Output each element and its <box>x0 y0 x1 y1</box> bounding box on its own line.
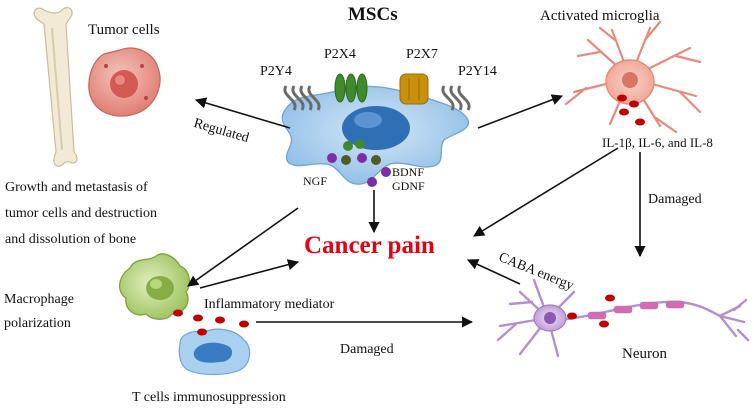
tumor-cell-icon <box>88 47 161 117</box>
tumor-cells-label: Tumor cells <box>88 22 160 38</box>
macrophage-label-line-1: Macrophage <box>4 292 74 307</box>
t-cell-damaged-label: Damaged <box>340 342 394 357</box>
mediator-granules <box>173 309 249 336</box>
receptor-label-p2x4: P2X4 <box>324 47 356 62</box>
microglia-label: Activated microglia <box>540 8 660 24</box>
arrow-msc-to-tumor <box>194 97 291 129</box>
t-cell-icon <box>178 328 251 376</box>
arrow-msc-to-microglia <box>477 94 564 129</box>
cytokines-label: IL-1β, IL-6, and IL-8 <box>602 135 713 150</box>
microglia-granules <box>617 94 645 126</box>
macrophage-label-line-2: polarization <box>4 316 71 331</box>
tumor-effect-line-2: tumor cells and destruction <box>5 206 158 221</box>
microglia-damaged-label: Damaged <box>648 192 702 207</box>
arrows <box>187 94 646 328</box>
tumor-effect-line-1: Growth and metastasis of <box>5 180 148 195</box>
receptor-label-p2y4: P2Y4 <box>260 64 292 79</box>
receptor-p2x4-icon <box>334 73 368 103</box>
factor-label-ngf: NGF <box>303 174 328 188</box>
receptor-p2x7-icon <box>399 73 429 105</box>
arrow-neuron-to-cancer-pain <box>466 259 521 285</box>
receptor-label-p2y14: P2Y14 <box>458 64 497 79</box>
microglia-icon <box>564 20 702 134</box>
factor-label-bdnf: BDNF <box>392 165 425 179</box>
secreted-factors-dots <box>327 139 391 187</box>
arrow-macrophage-to-cancer-pain <box>199 259 300 289</box>
neuron-icon <box>496 278 750 358</box>
t-cells-label: T cells immunosuppression <box>132 390 286 405</box>
receptor-p2y14-icon <box>441 85 471 111</box>
arrow-msc-to-macrophage <box>187 207 299 287</box>
diagram-title: MSCs <box>348 4 398 25</box>
neuron-granules <box>567 294 615 328</box>
inflammatory-mediator-label: Inflammatory mediator <box>204 297 335 312</box>
tumor-effect-line-3: and dissolution of bone <box>5 232 137 247</box>
receptor-label-p2x7: P2X7 <box>406 47 438 62</box>
bone-icon <box>33 6 78 167</box>
factor-label-gdnf: GDNF <box>392 179 425 193</box>
arrow-microglia-to-cancer-pain <box>473 147 619 237</box>
macrophage-icon <box>119 253 191 320</box>
neuron-label: Neuron <box>622 346 667 362</box>
receptor-p2y4-icon <box>283 85 321 111</box>
cancer-pain-label: Cancer pain <box>304 232 435 259</box>
